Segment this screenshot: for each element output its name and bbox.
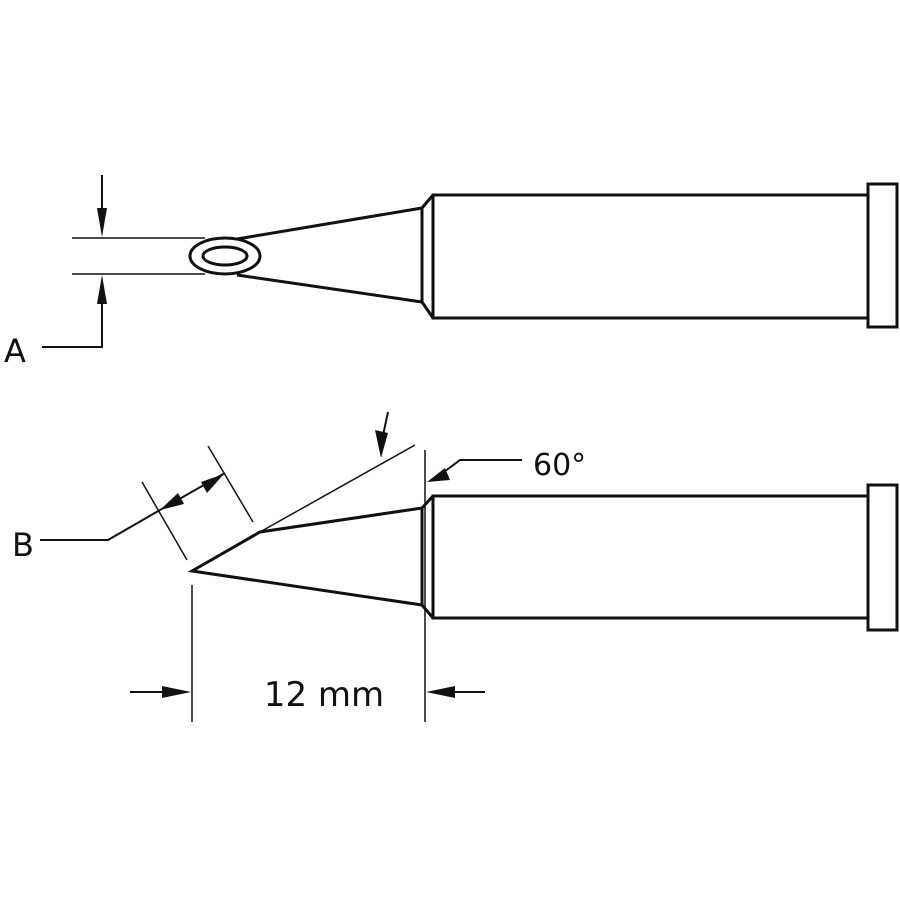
dim-a-arrowhead-down: [97, 208, 107, 237]
dim-b-extension-1: [141, 481, 188, 561]
length-label: 12 mm: [264, 675, 384, 715]
dim-b-extension-2: [207, 445, 254, 523]
collar-chamfer-bottom: [420, 604, 435, 619]
dim-a-arrowhead-up: [97, 275, 107, 304]
angle-label: 60°: [533, 448, 586, 483]
collar-chamfer-top: [420, 494, 435, 510]
dim-b-label: B: [12, 526, 34, 564]
cone-profile: [187, 506, 423, 607]
angle-leader-arrowhead: [427, 468, 450, 482]
dim-b-leader: [40, 509, 161, 541]
top-view: A: [4, 175, 899, 370]
dim-a-label: A: [4, 332, 26, 370]
tip-body: [431, 494, 870, 620]
bevel-extension-line: [259, 444, 416, 533]
length-arrowhead-right: [426, 686, 455, 698]
angle-arrowhead: [375, 430, 388, 458]
dim-a-leader: [42, 300, 103, 348]
cone-bottom-edge: [236, 273, 423, 304]
dim-b-arrowhead-2: [201, 474, 224, 493]
length-arrowhead-left: [162, 686, 191, 698]
tip-outer-ellipse: [188, 236, 262, 276]
cone-top-edge: [236, 206, 423, 241]
angle-leader: [439, 459, 522, 476]
tip-end-cap: [866, 182, 899, 329]
tip-inner-ellipse: [201, 245, 249, 267]
side-view: 60° B 12 mm: [12, 411, 899, 722]
collar-chamfer-bottom: [420, 301, 435, 319]
dim-b-arrowhead-1: [160, 493, 184, 510]
collar-chamfer-top: [420, 194, 435, 209]
tip-body: [431, 193, 870, 320]
tip-end-cap: [866, 483, 899, 632]
